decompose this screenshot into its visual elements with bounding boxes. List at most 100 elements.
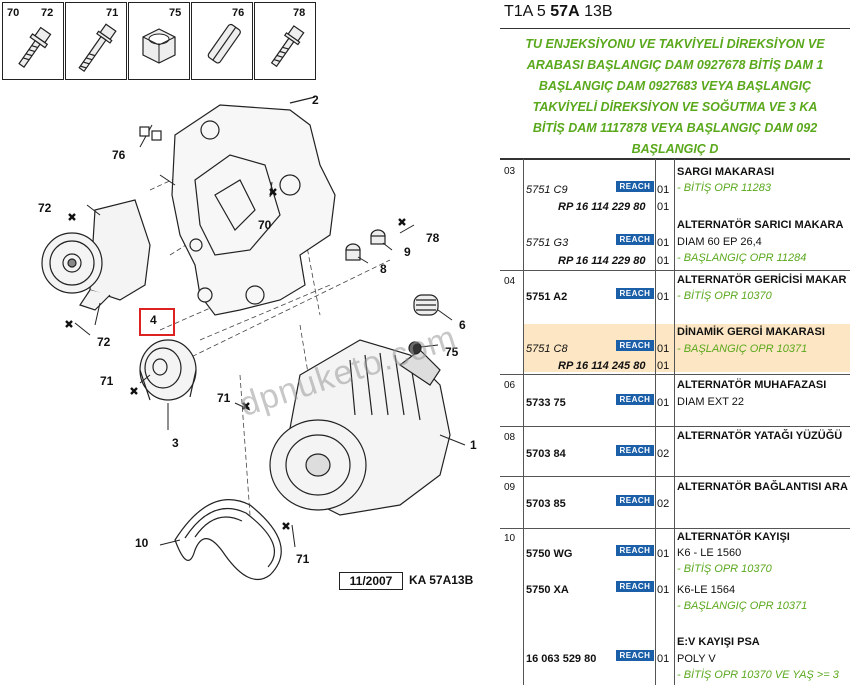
parts-table-panel: T1A 5 57A 13B TU ENJEKSİYONU VE TAKVİYEL…	[500, 0, 850, 685]
hardware-number: 71	[106, 7, 119, 19]
page-header: T1A 5 57A 13B	[504, 3, 613, 21]
row-divider	[500, 528, 850, 529]
bolt-short-icon	[270, 25, 305, 68]
part-reference[interactable]: 5703 84	[526, 448, 566, 460]
part-quantity: 01	[657, 397, 670, 409]
sleeves	[345, 229, 386, 261]
part-reference[interactable]: 5751 C8	[526, 343, 568, 355]
hardware-cell[interactable]: 78	[254, 2, 316, 80]
terminal-cap	[413, 294, 439, 316]
alternator	[269, 339, 451, 516]
part-note: - BAŞLANGIÇ OPR 10371	[677, 600, 808, 612]
hardware-number: 72	[41, 7, 54, 19]
part-title: DİNAMİK GERGİ MAKARASI	[677, 326, 825, 338]
column-divider	[523, 159, 524, 685]
callout-4: 4	[150, 313, 157, 327]
header-prefix: T1A 5	[504, 3, 546, 20]
group-number: 06	[504, 380, 516, 391]
engine-parts-drawing	[41, 96, 466, 580]
callout-72: 72	[97, 335, 111, 349]
callout-71: 71	[100, 374, 114, 388]
replacement-part-number[interactable]: RP 16 114 229 80	[558, 201, 646, 213]
part-quantity: 02	[657, 448, 670, 460]
highlight-box	[139, 308, 175, 336]
part-spec: POLY V	[677, 653, 716, 665]
part-quantity: 01	[657, 653, 670, 665]
part-reference[interactable]: 5750 WG	[526, 548, 573, 560]
part-quantity: 01	[657, 584, 670, 596]
hardware-number: 76	[232, 7, 245, 19]
hardware-cell[interactable]: 76	[191, 2, 253, 80]
description-line: BİTİŞ DAM 1117878 VEYA BAŞLANGIÇ DAM 092	[532, 121, 818, 135]
header-suffix: 13B	[584, 3, 613, 20]
part-reference[interactable]: 5750 XA	[526, 584, 569, 596]
part-spec: K6 - LE 1560	[677, 547, 742, 559]
bolt-long-icon	[78, 23, 117, 73]
group-number: 09	[504, 482, 516, 493]
replacement-part-number[interactable]: RP 16 114 229 80	[558, 255, 646, 267]
part-title: ALTERNATÖR GERİCİSİ MAKAR	[677, 274, 847, 286]
row-divider	[500, 476, 850, 477]
part-note: - BAŞLANGIÇ OPR 11284	[677, 252, 807, 264]
part-reference[interactable]: 5751 G3	[526, 237, 569, 249]
callout-3: 3	[172, 436, 179, 450]
callout-78: 78	[426, 231, 440, 245]
part-title: E:V KAYIŞI PSA	[677, 636, 760, 648]
part-reference[interactable]: 5751 A2	[526, 291, 568, 303]
callout-70: 70	[258, 218, 272, 232]
part-reference[interactable]: 5733 75	[526, 397, 566, 409]
description-line: ARABASI BAŞLANGIÇ DAM 0927678 BİTİŞ DAM …	[526, 58, 824, 72]
part-spec: DIAM EXT 22	[677, 396, 745, 408]
part-title: ALTERNATÖR MUHAFAZASI	[677, 379, 827, 391]
part-reference[interactable]: 16 063 529 80	[526, 653, 597, 665]
replacement-part-number[interactable]: RP 16 114 245 80	[558, 360, 646, 372]
reach-badge: REACH	[616, 394, 654, 405]
reach-badge: REACH	[616, 581, 654, 592]
hardware-cell[interactable]: 70 72	[2, 2, 64, 80]
reach-badge: REACH	[616, 234, 654, 245]
group-number: 04	[504, 276, 516, 287]
row-divider	[500, 270, 850, 271]
part-title: ALTERNATÖR YATAĞI YÜZÜĞÜ	[677, 430, 843, 442]
drive-belt	[174, 499, 282, 580]
part-quantity: 01	[657, 548, 670, 560]
description-line: TU ENJEKSİYONU VE TAKVİYELİ DİREKSİYON V…	[525, 37, 825, 51]
part-reference[interactable]: 5703 85	[526, 498, 566, 510]
callout-75: 75	[445, 345, 459, 359]
reach-badge: REACH	[616, 445, 654, 456]
part-quantity: 01	[657, 237, 670, 249]
diagram-reference: KA 57A13B	[409, 573, 474, 587]
mounting-bracket	[171, 104, 336, 316]
part-note: - BİTİŞ OPR 10370	[677, 290, 772, 302]
part-title: ALTERNATÖR BAĞLANTISI ARA	[677, 481, 848, 493]
part-quantity: 01	[657, 360, 670, 372]
reach-badge: REACH	[616, 340, 654, 351]
group-number: 03	[504, 166, 516, 177]
hardware-number: 78	[293, 7, 306, 19]
part-quantity: 01	[657, 184, 670, 196]
row-divider	[500, 374, 850, 375]
exploded-diagram-panel: 70 72 71 75	[2, 2, 477, 590]
callout-8: 8	[380, 262, 387, 276]
part-quantity: 02	[657, 498, 670, 510]
callout-71: 71	[217, 391, 231, 405]
reach-badge: REACH	[616, 181, 654, 192]
part-note: - BİTİŞ OPR 10370	[677, 563, 772, 575]
group-number: 10	[504, 533, 516, 544]
hardware-cell[interactable]: 75	[128, 2, 190, 80]
part-note: - BAŞLANGIÇ OPR 10371	[677, 343, 808, 355]
hardware-cell[interactable]: 71	[65, 2, 127, 80]
callout-10: 10	[135, 536, 149, 550]
part-title: ALTERNATÖR KAYIŞI	[677, 531, 790, 543]
nut-icon	[142, 28, 176, 64]
callout-76: 76	[112, 148, 126, 162]
callout-2: 2	[312, 93, 319, 107]
part-quantity: 01	[657, 255, 670, 267]
hardware-number: 70	[7, 7, 20, 19]
table-top-border	[500, 158, 850, 160]
part-reference[interactable]: 5751 C9	[526, 184, 568, 196]
bolt-flange-icon	[18, 26, 52, 68]
column-divider	[674, 159, 675, 685]
applicability-description: TU ENJEKSİYONU VE TAKVİYELİ DİREKSİYON V…	[500, 34, 850, 160]
diagram-date: 11/2007	[339, 572, 403, 590]
